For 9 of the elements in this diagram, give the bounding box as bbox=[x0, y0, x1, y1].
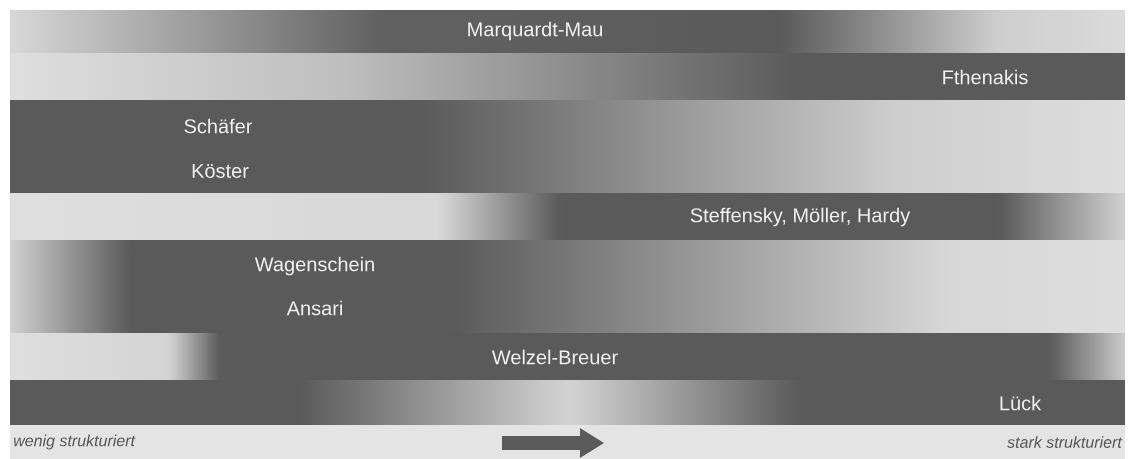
author-name: Fthenakis bbox=[943, 69, 1028, 85]
author-name: Wagenschein bbox=[254, 256, 374, 276]
author-name: Schäfer bbox=[184, 118, 253, 134]
author-name: Steffensky, Möller, Hardy bbox=[690, 207, 911, 227]
author-name: Lück bbox=[1000, 395, 1042, 411]
author-name: Welzel-Breuer bbox=[491, 349, 618, 365]
author-name: Marquardt-Mau bbox=[468, 21, 602, 41]
author-name: Ansari bbox=[286, 300, 342, 316]
author-name: Köster bbox=[192, 164, 249, 178]
